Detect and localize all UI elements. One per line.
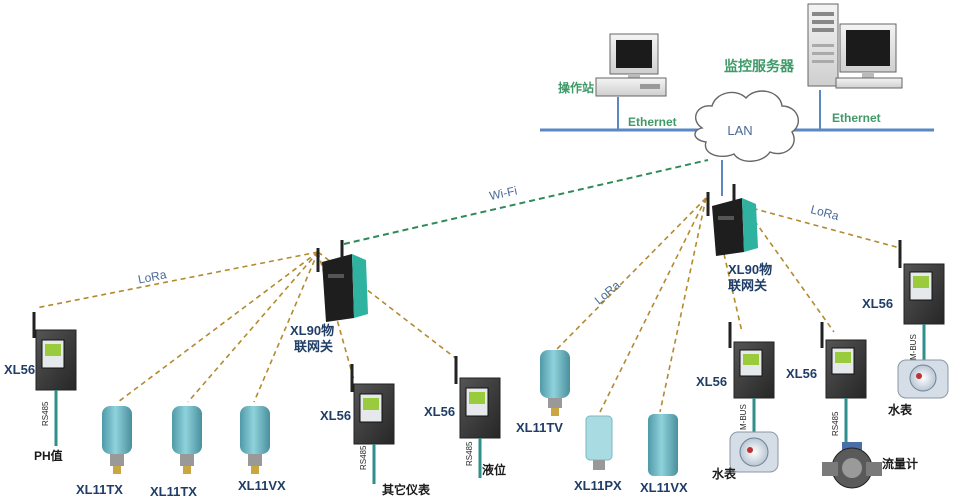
ethernet-label-right: Ethernet — [832, 111, 881, 125]
xl56-label-e: XL56 — [786, 366, 817, 381]
xl11vx-label-1: XL11VX — [238, 478, 286, 493]
gateway-left — [316, 240, 368, 322]
mbus-label-d: M-BUS — [739, 404, 748, 430]
rs485-label-c: RS485 — [465, 441, 474, 466]
xl56-label-a: XL56 — [4, 362, 35, 377]
xl56-terminal-e — [820, 322, 867, 448]
monitor-server-label: 监控服务器 — [724, 58, 795, 74]
gateway-right — [706, 184, 758, 256]
water-meter-1 — [729, 431, 779, 473]
lora-label-mid: LoRa — [592, 278, 623, 307]
rs485-label-b: RS485 — [359, 445, 368, 470]
flow-meter — [822, 442, 882, 489]
water-meter-label-1: 水表 — [712, 466, 737, 481]
mbus-label-f: M-BUS — [909, 334, 918, 360]
xl11tv-sensor — [540, 350, 570, 416]
operator-station-computer — [595, 33, 667, 97]
xl11tx-sensor-1 — [102, 406, 132, 474]
lora-label-right: LoRa — [809, 202, 841, 223]
xl56-terminal-b — [350, 364, 395, 484]
water-meter-2 — [897, 359, 949, 399]
rs485-label-a: RS485 — [41, 401, 50, 426]
xl11tv-label: XL11TV — [516, 420, 563, 435]
xl56-terminal-c — [454, 356, 501, 478]
operator-station-label: 操作站 — [558, 80, 594, 95]
lora-label-left: LoRa — [137, 267, 168, 286]
xl56-label-c: XL56 — [424, 404, 455, 419]
xl11px-sensor — [585, 415, 613, 470]
water-meter-label-2: 水表 — [888, 402, 913, 417]
gateway-right-label-line1: XL90物 — [728, 262, 772, 277]
xl56-label-f: XL56 — [862, 296, 893, 311]
xl56-label-d: XL56 — [696, 374, 727, 389]
wifi-label: Wi-Fi — [488, 184, 518, 204]
monitor-server — [807, 3, 903, 89]
xl56-terminal-d — [728, 322, 775, 436]
rs485-label-e: RS485 — [831, 411, 840, 436]
xl56-terminal-a — [32, 312, 77, 446]
ethernet-bus — [540, 90, 934, 196]
xl11vx-label-2: XL11VX — [640, 480, 688, 495]
xl11vx-sensor-1 — [240, 406, 270, 474]
lora-links-left — [35, 251, 459, 403]
lora-links-right — [555, 197, 901, 413]
xl11vx-sensor-2 — [648, 414, 678, 476]
gateway-right-label-line2: 联网关 — [728, 278, 767, 293]
lan-label: LAN — [727, 123, 752, 138]
wifi-link — [343, 159, 709, 245]
xl11tx-sensor-2 — [172, 406, 202, 474]
xl11px-label: XL11PX — [574, 478, 622, 493]
xl56-label-b: XL56 — [320, 408, 351, 423]
gateway-left-label-line2: 联网关 — [294, 339, 333, 354]
xl56-terminal-f — [898, 240, 945, 362]
xl11tx-label-2: XL11TX — [150, 484, 197, 499]
other-meter-label: 其它仪表 — [382, 482, 431, 497]
xl11tx-label-1: XL11TX — [76, 482, 123, 497]
flow-meter-label: 流量计 — [882, 456, 918, 471]
level-sensor-label: 液位 — [482, 462, 506, 477]
lan-cloud: LAN — [694, 90, 800, 162]
ph-sensor-label: PH值 — [34, 448, 63, 463]
ethernet-label-left: Ethernet — [628, 115, 677, 129]
gateway-left-label-line1: XL90物 — [290, 323, 334, 338]
